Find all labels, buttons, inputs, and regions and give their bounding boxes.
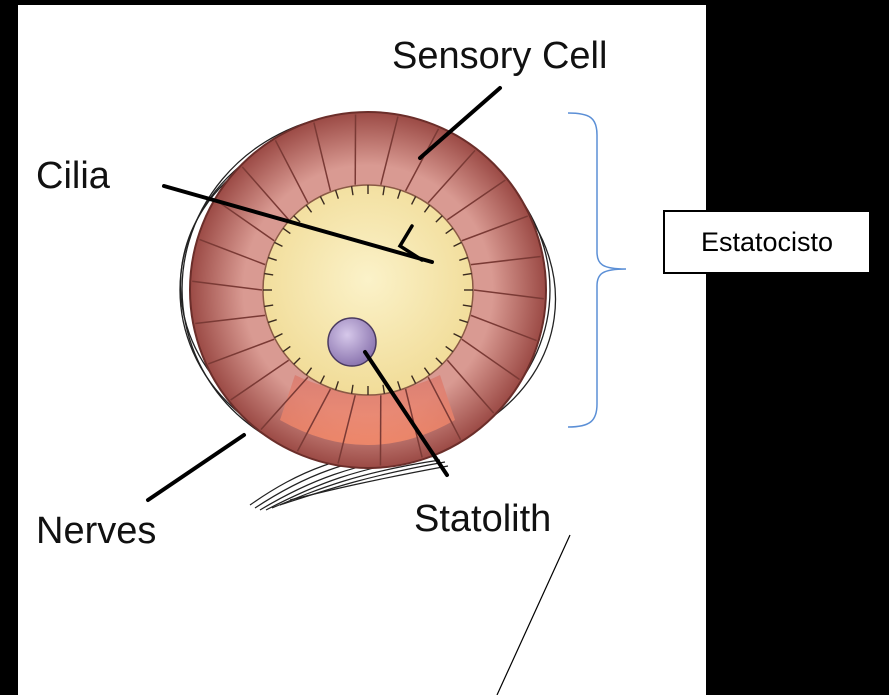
nerves-leader-line (148, 435, 244, 500)
label-estatocisto: Estatocisto (663, 210, 871, 274)
label-sensory-cell: Sensory Cell (392, 37, 607, 75)
estatocisto-brace (568, 113, 626, 427)
statolith-callout-line (497, 535, 570, 695)
label-nerves: Nerves (36, 512, 156, 550)
label-statolith: Statolith (414, 500, 551, 538)
label-cilia: Cilia (36, 157, 110, 195)
